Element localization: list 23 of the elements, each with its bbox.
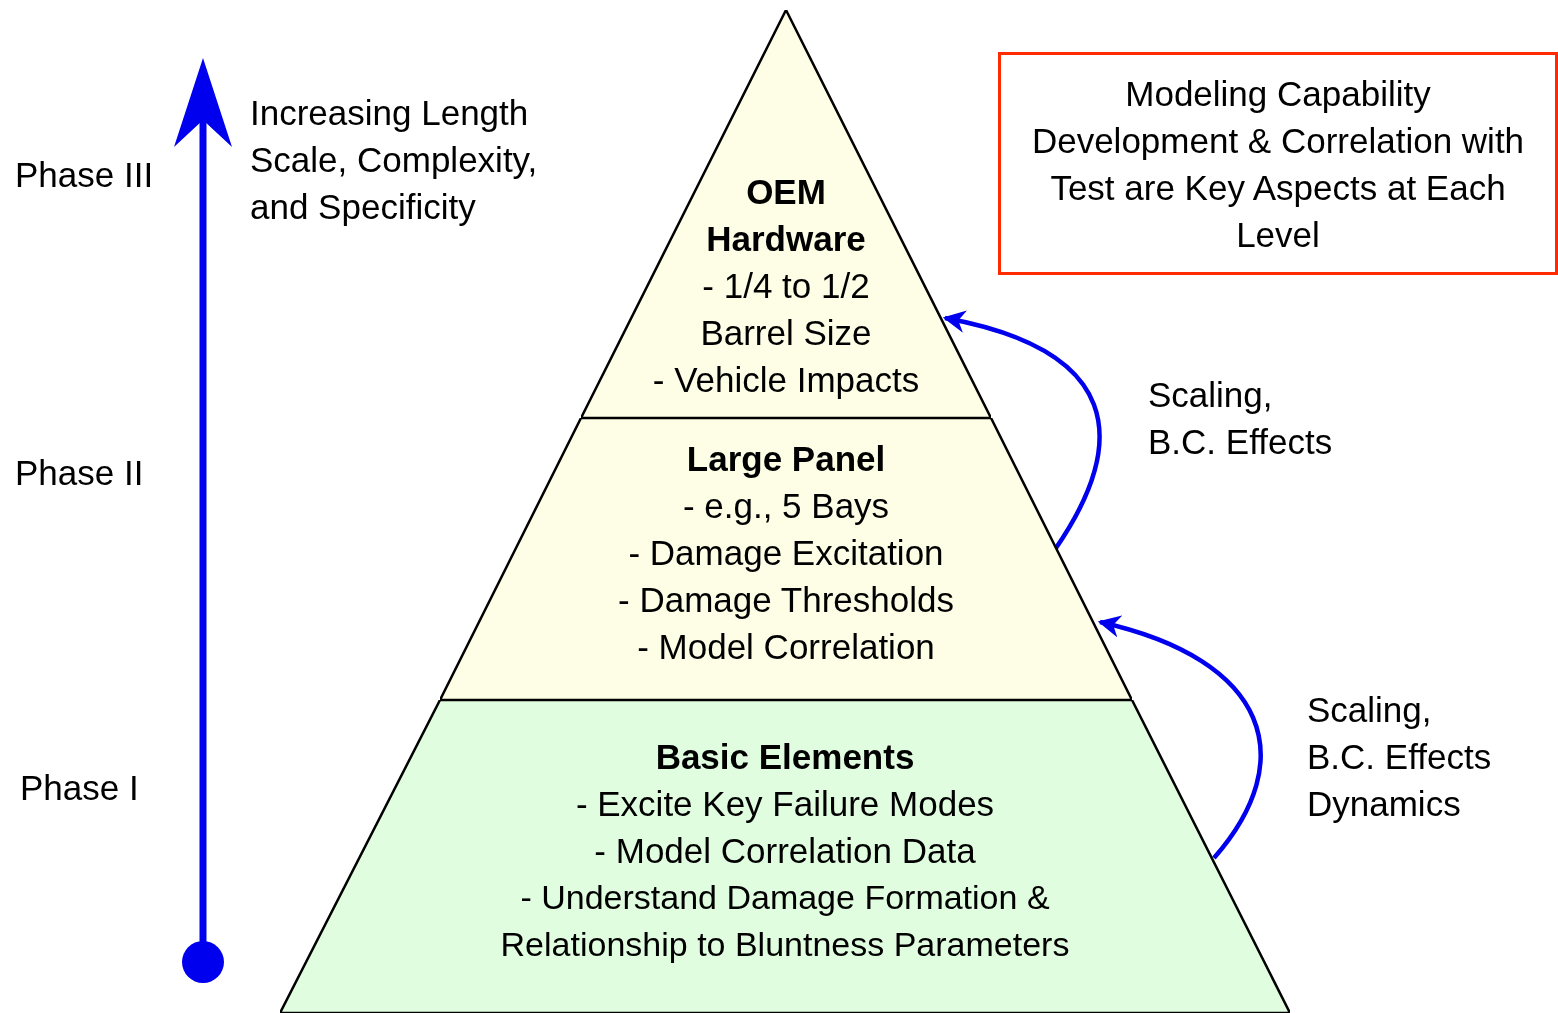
bullet-text: - Model Correlation Data: [594, 830, 976, 872]
pyramid-tier: [581, 10, 991, 418]
bullet-text: - Excite Key Failure Modes: [575, 783, 995, 825]
tier-heading: Basic Elements: [655, 736, 915, 778]
bullet-text: - 1/4 to 1/2 Barrel Size: [699, 265, 873, 354]
phase-label: Phase III: [15, 154, 154, 196]
bullet-text: - e.g., 5 Bays: [682, 485, 890, 527]
tier-heading: Large Panel: [686, 438, 886, 480]
pyramid-tier: [280, 700, 1290, 1013]
bullet-text: - Model Correlation: [637, 626, 935, 668]
phase-label: Phase I: [20, 767, 139, 809]
pyramid-tier: [440, 418, 1132, 700]
phase-label: Phase II: [15, 452, 144, 494]
bullet-text: - Damage Excitation: [628, 532, 944, 574]
curved-arrow: [942, 311, 1102, 550]
axis-caption: Increasing Length Scale, Complexity, and Specificity: [250, 92, 539, 228]
curved-arrow: [1097, 616, 1263, 860]
bullet-text: - Damage Thresholds: [618, 579, 954, 621]
tier-heading: OEM Hardware: [705, 171, 867, 260]
bullet-text: - Vehicle Impacts: [652, 359, 920, 401]
note-text: Modeling Capability Development & Correlation with Test are Key Aspects at Each Level: [1030, 72, 1526, 256]
bullet-text: - Understand Damage Formation & Relationship to Bluntness Parameters: [499, 877, 1071, 965]
note-box: [998, 52, 1558, 275]
